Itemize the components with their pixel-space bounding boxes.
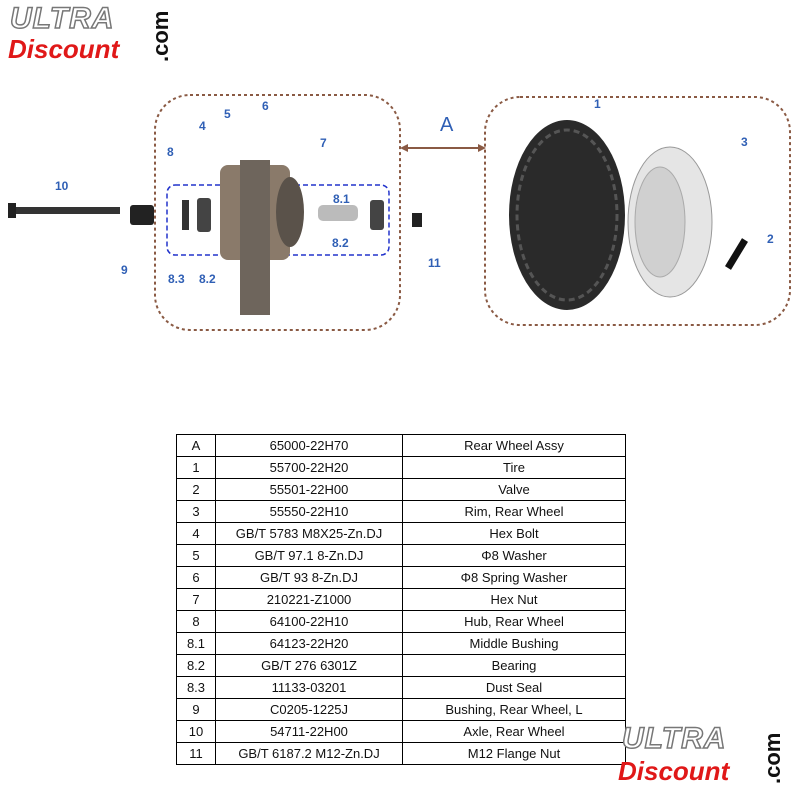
ref-number-cell: 9: [176, 698, 216, 721]
logo-com-text: .com: [760, 732, 785, 784]
part-number-cell: GB/T 97.1 8-Zn.DJ: [215, 544, 403, 567]
callout-11: 11: [428, 256, 441, 270]
part-number-cell: C0205-1225J: [215, 698, 403, 721]
part-number-cell: 11133-03201: [215, 676, 403, 699]
callout-2: 2: [767, 232, 774, 246]
part-number-cell: 54711-22H00: [215, 720, 403, 743]
logo-discount-text: Discount: [8, 34, 120, 64]
bearing-right: [370, 200, 384, 230]
callout-1: 1: [594, 97, 601, 111]
logo-ultra-text: ULTRA: [9, 1, 115, 36]
callout-8: 8: [167, 145, 174, 159]
callout-9: 9: [121, 263, 128, 277]
ref-number-cell: 4: [176, 522, 216, 545]
middle-bushing: [318, 205, 358, 221]
ref-number-cell: 1: [176, 456, 216, 479]
description-cell: Rim, Rear Wheel: [402, 500, 626, 523]
part-number-cell: GB/T 276 6301Z: [215, 654, 403, 677]
logo-discount-text: Discount: [618, 756, 730, 786]
description-cell: Bushing, Rear Wheel, L: [402, 698, 626, 721]
description-cell: Hex Nut: [402, 588, 626, 611]
part-number-cell: 64123-22H20: [215, 632, 403, 655]
callout-8-3: 8.3: [168, 272, 185, 286]
callout-7: 7: [320, 136, 327, 150]
ref-number-cell: 3: [176, 500, 216, 523]
callout-4: 4: [199, 119, 206, 133]
assembly-label-a: A: [440, 114, 454, 136]
part-number-cell: GB/T 5783 M8X25-Zn.DJ: [215, 522, 403, 545]
description-cell: M12 Flange Nut: [402, 742, 626, 765]
ref-number-cell: 5: [176, 544, 216, 567]
callout-3: 3: [741, 135, 748, 149]
callout-5: 5: [224, 107, 231, 121]
callout-8-2-right: 8.2: [332, 236, 349, 250]
ref-number-cell: 7: [176, 588, 216, 611]
ref-number-cell: 8: [176, 610, 216, 633]
dust-seal: [182, 200, 189, 230]
part-number-cell: GB/T 6187.2 M12-Zn.DJ: [215, 742, 403, 765]
ref-number-cell: 10: [176, 720, 216, 743]
hub-group-box: [154, 94, 401, 331]
logo-ultra-text: ULTRA: [621, 721, 727, 756]
description-cell: Φ8 Washer: [402, 544, 626, 567]
wheel-group-box: [484, 96, 791, 326]
description-cell: Axle, Rear Wheel: [402, 720, 626, 743]
callout-10: 10: [55, 179, 69, 193]
description-cell: Hub, Rear Wheel: [402, 610, 626, 633]
axle: [10, 207, 120, 214]
ref-number-cell: 6: [176, 566, 216, 589]
ref-number-cell: 2: [176, 478, 216, 501]
bushing: [130, 205, 154, 225]
exploded-diagram: [8, 94, 791, 331]
description-cell: Hex Bolt: [402, 522, 626, 545]
part-number-cell: 64100-22H10: [215, 610, 403, 633]
ref-number-cell: 8.3: [176, 676, 216, 699]
part-number-cell: 55501-22H00: [215, 478, 403, 501]
part-number-cell: 55550-22H10: [215, 500, 403, 523]
part-number-cell: 55700-22H20: [215, 456, 403, 479]
description-cell: Tire: [402, 456, 626, 479]
part-number-cell: 210221-Z1000: [215, 588, 403, 611]
description-cell: Rear Wheel Assy: [402, 434, 626, 457]
flange-nut: [412, 213, 422, 227]
callout-6: 6: [262, 99, 269, 113]
description-cell: Φ8 Spring Washer: [402, 566, 626, 589]
bearing-left: [197, 198, 211, 232]
description-cell: Bearing: [402, 654, 626, 677]
tire: [509, 120, 625, 310]
ref-number-cell: 8.1: [176, 632, 216, 655]
part-number-cell: 65000-22H70: [215, 434, 403, 457]
description-cell: Valve: [402, 478, 626, 501]
ref-number-cell: A: [176, 434, 216, 457]
callout-8-1: 8.1: [333, 192, 350, 206]
description-cell: Middle Bushing: [402, 632, 626, 655]
ref-number-cell: 8.2: [176, 654, 216, 677]
ref-number-cell: 11: [176, 742, 216, 765]
callout-8-2-left: 8.2: [199, 272, 216, 286]
part-number-cell: GB/T 93 8-Zn.DJ: [215, 566, 403, 589]
valve: [725, 238, 748, 270]
description-cell: Dust Seal: [402, 676, 626, 699]
